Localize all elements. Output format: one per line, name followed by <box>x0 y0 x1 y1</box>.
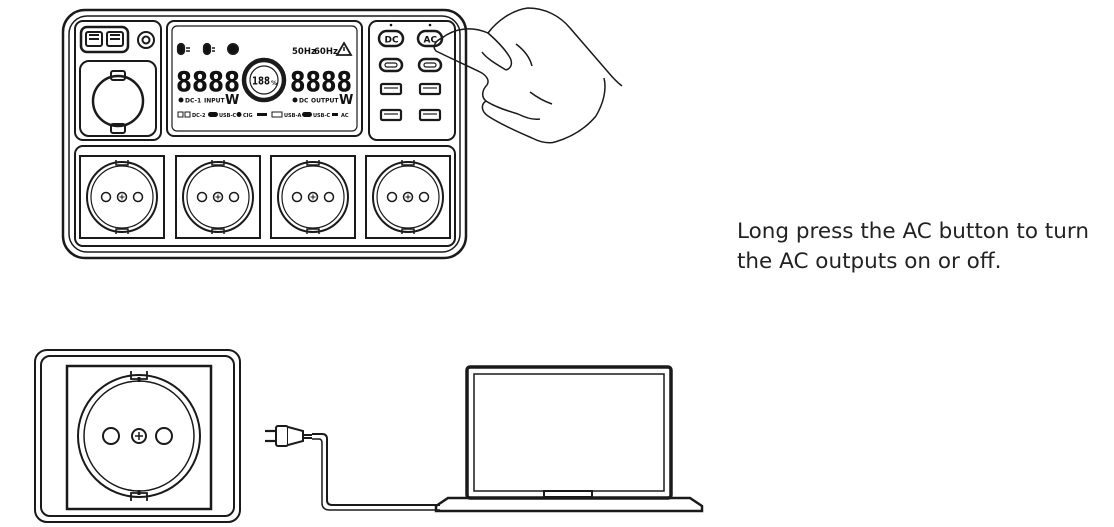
output-unit: W <box>339 93 353 108</box>
fan-icon <box>202 42 215 56</box>
ac-plug <box>265 425 312 447</box>
car-socket-port <box>79 60 157 137</box>
ac-outlet-2 <box>175 155 261 239</box>
input-panel <box>74 20 162 141</box>
output-panel <box>368 20 456 141</box>
freq-60hz-label: 60Hz <box>314 47 338 57</box>
warning-icon <box>335 41 353 56</box>
indicator-usbc-1: USB-C <box>219 113 237 119</box>
usbc-port-2 <box>417 57 443 73</box>
power-cable <box>312 433 440 506</box>
instruction-caption: Long press the AC button to turn the AC … <box>737 217 1114 277</box>
indicator-ac: AC <box>341 113 349 119</box>
input-unit: W <box>225 93 239 108</box>
hand-pressing-icon <box>433 7 623 144</box>
input-port-label: DC-1 <box>185 98 201 105</box>
indicator-dc2: DC-2 <box>192 113 206 119</box>
lcd-display: 50Hz 60Hz 8888 8888 188 % DC-1 INPUT W <box>166 20 363 137</box>
thermometer-icon <box>176 42 190 56</box>
snowflake-icon <box>227 43 239 55</box>
xt60-port <box>79 25 130 54</box>
percent-sign: % <box>271 80 277 87</box>
dc-button[interactable]: DC <box>377 29 405 48</box>
caption-line-2: the AC outputs on or off. <box>737 249 1002 274</box>
input-label: INPUT <box>204 98 226 105</box>
ac-outlet-1 <box>79 155 165 239</box>
port-indicator-row: DC-2 USB-C CIG USB-A USB-C AC <box>177 111 349 119</box>
ac-outlet-bay <box>74 145 456 247</box>
caption-line-1: Long press the AC button to turn <box>737 219 1089 244</box>
battery-ring: 188 % <box>241 57 287 103</box>
ac-outlet-3 <box>270 155 356 239</box>
laptop-icon <box>434 365 704 513</box>
ac-outlets <box>79 155 451 239</box>
output-port-label: DC <box>299 98 309 105</box>
ac-outlet-4 <box>365 155 451 239</box>
indicator-usbc-2: USB-C <box>313 113 331 119</box>
battery-percent-value: 188 <box>252 75 270 88</box>
usba-ports <box>379 82 442 122</box>
dc-button-label: DC <box>385 36 399 46</box>
usbc-port-1 <box>378 57 404 73</box>
freq-50hz-label: 50Hz <box>292 47 316 57</box>
indicator-usba: USB-A <box>284 113 302 119</box>
dc-input-port <box>137 31 155 49</box>
input-watts-digits: 8888 <box>176 65 240 98</box>
ac-button-label: AC <box>424 36 438 46</box>
indicator-cig: CIG <box>243 113 253 119</box>
wall-socket <box>34 349 241 523</box>
ac-button[interactable]: AC <box>416 29 444 48</box>
output-watts-digits: 8888 <box>290 65 352 98</box>
power-station: 50Hz 60Hz 8888 8888 188 % DC-1 INPUT W <box>61 8 468 260</box>
output-label: OUTPUT <box>311 98 339 105</box>
